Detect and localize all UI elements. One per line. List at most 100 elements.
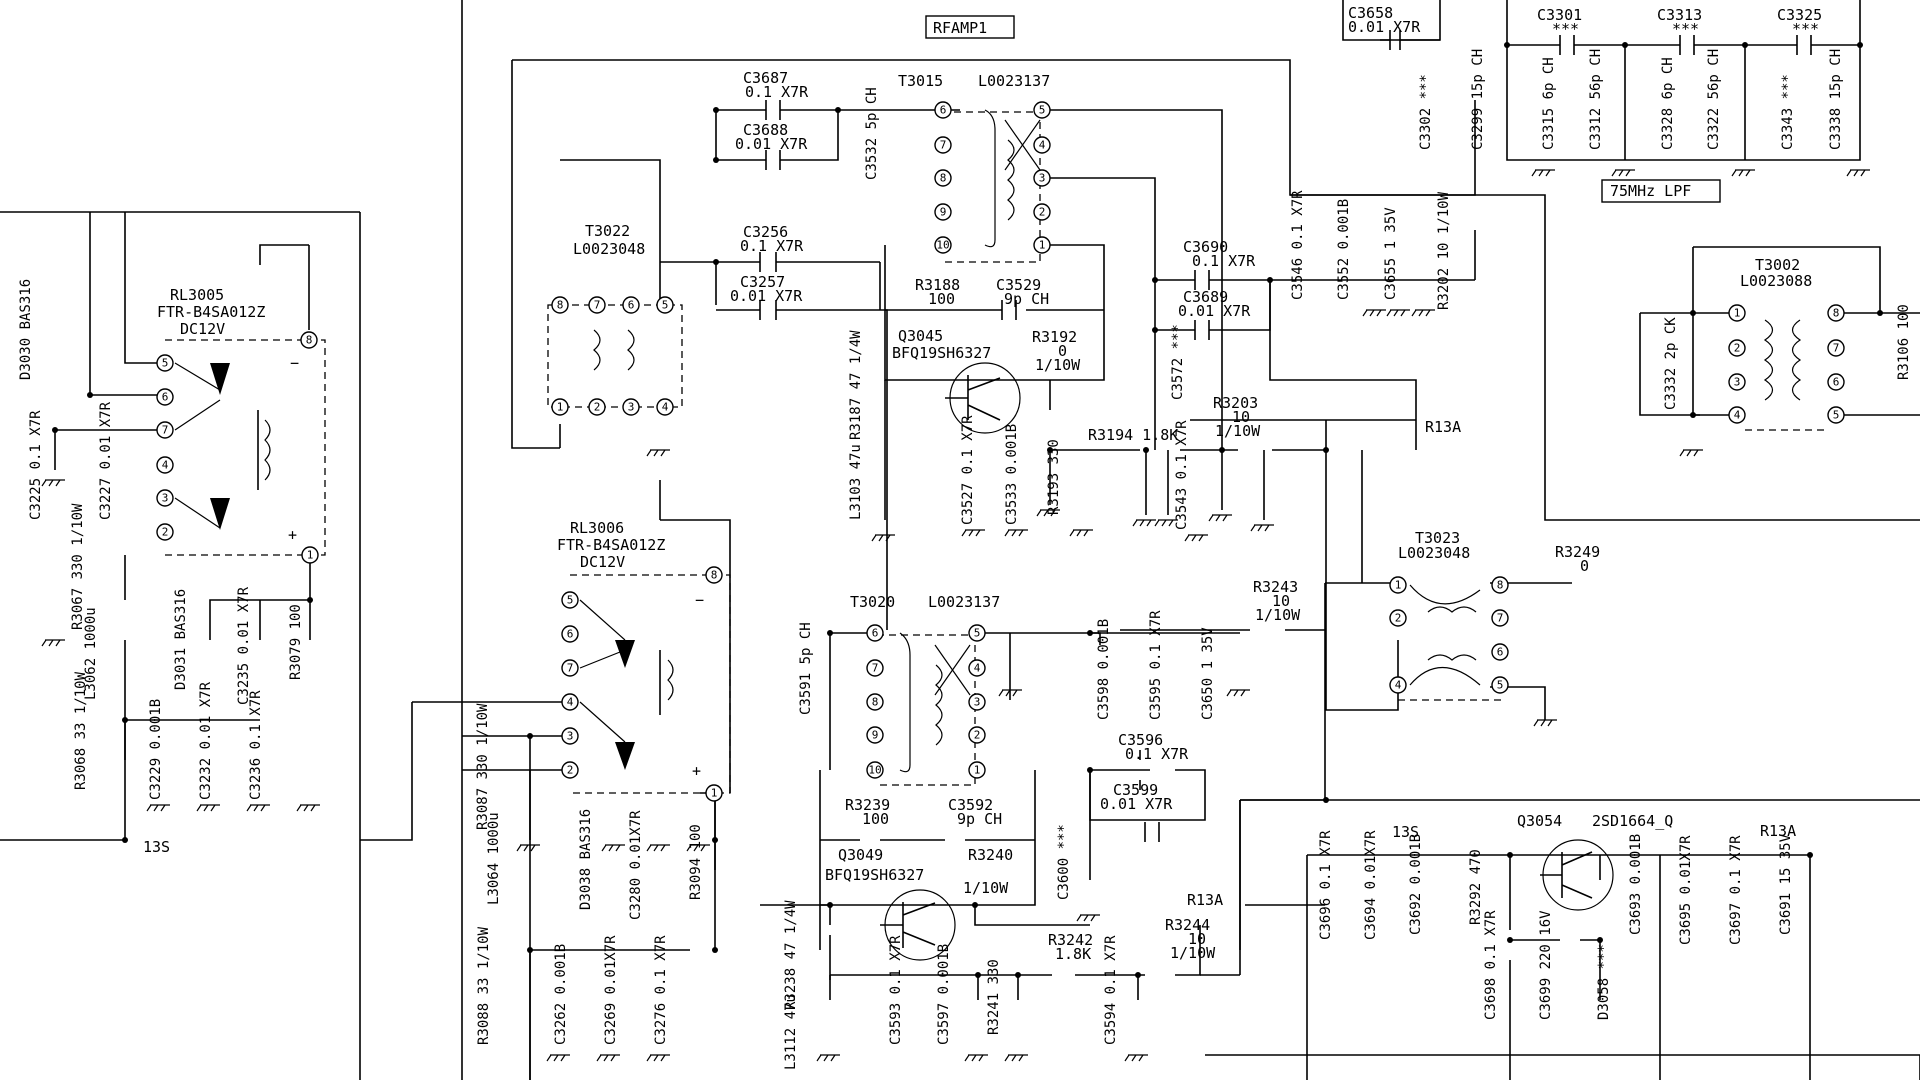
- label-r3243a: R3243: [1253, 578, 1298, 596]
- label-c3598: C3598 0.001B: [1096, 619, 1112, 720]
- svg-text:3: 3: [628, 401, 635, 414]
- rl3006-minus: −: [695, 591, 704, 609]
- junction-dots: [52, 42, 1883, 978]
- label-l3103: L3103 47u: [848, 444, 864, 520]
- ground-symbol: [816, 1054, 840, 1062]
- label-c3229: C3229 0.001B: [148, 699, 164, 800]
- rl3005-pin-labels: 8 5 6 7 4 3 2 1: [156, 331, 319, 564]
- svg-text:7: 7: [1497, 612, 1504, 625]
- label-c3687b: 0.1 X7R: [745, 83, 809, 101]
- transformer-t3015: T3015 L0023137 6 7 8 9 10 5 4 3 2 1: [898, 72, 1051, 263]
- label-c3693: C3693 0.001B: [1628, 834, 1644, 935]
- label-c3546: C3546 0.1 X7R: [1290, 190, 1306, 300]
- label-c3301a: C3301: [1537, 6, 1582, 24]
- ground-symbol: [1208, 514, 1232, 522]
- transformer-t3020: T3020 L0023137 6 7 8 9 10 5 4 3 2 1: [850, 593, 1000, 786]
- label-c3688b: 0.01 X7R: [735, 135, 808, 153]
- ground-symbol: [1076, 914, 1100, 922]
- ground-symbol: [516, 844, 540, 852]
- rl3006-rating: DC12V: [580, 553, 625, 571]
- ground-symbol: [196, 804, 220, 812]
- svg-text:2: 2: [974, 729, 981, 742]
- svg-text:6: 6: [1497, 646, 1504, 659]
- label-r3088: R3088 33 1/10W: [476, 926, 492, 1045]
- transformer-t3022: T3022 L0023048 8 7 6 5 1 2 3 4: [547, 222, 683, 416]
- label-c3691: C3691 15 35V: [1778, 833, 1794, 935]
- transistor-q3049: Q3049 BFQ19SH6327: [825, 846, 956, 961]
- svg-text:3: 3: [1734, 376, 1741, 389]
- q3054-ref: Q3054: [1517, 812, 1562, 830]
- svg-text:2: 2: [567, 764, 574, 777]
- label-r3194: R3194 1.8K: [1088, 426, 1178, 444]
- svg-text:7: 7: [567, 662, 574, 675]
- ground-symbol: [1226, 689, 1250, 697]
- rl3005-plus: +: [288, 526, 297, 544]
- lpf-label: 75MHz LPF: [1610, 182, 1691, 200]
- label-r3067: R3067 330 1/10W: [70, 503, 86, 630]
- svg-text:4: 4: [1395, 679, 1402, 692]
- svg-text:9: 9: [872, 729, 879, 742]
- svg-text:5: 5: [974, 627, 981, 640]
- rl3005-minus: −: [290, 354, 299, 372]
- label-c3325a: C3325: [1777, 6, 1822, 24]
- q3049-part: BFQ19SH6327: [825, 866, 924, 884]
- label-c3599b: 0.01 X7R: [1100, 795, 1173, 813]
- net-r13a-2: R13A: [1187, 891, 1223, 909]
- relay-rl3005: RL3005 FTR-B4SA012Z DC12V − + 8 5 6 7 4 …: [156, 286, 326, 564]
- svg-text:8: 8: [1833, 307, 1840, 320]
- label-c3269: C3269 0.01X7R: [603, 935, 619, 1045]
- label-c3595: C3595 0.1 X7R: [1148, 610, 1164, 720]
- label-d3031: D3031 BAS316: [173, 589, 189, 690]
- svg-text:7: 7: [162, 424, 169, 437]
- ground-symbol: [1362, 309, 1386, 317]
- label-c3315: C3315 6p CH: [1541, 57, 1557, 150]
- label-c3332: C3332 2p CK: [1663, 317, 1679, 410]
- label-c3692: C3692 0.001B: [1408, 834, 1424, 935]
- svg-text:3: 3: [567, 730, 574, 743]
- svg-text:1: 1: [307, 549, 314, 562]
- label-c3699: C3699 220 16V: [1538, 910, 1554, 1020]
- svg-text:10: 10: [868, 764, 881, 777]
- rl3005-rating: DC12V: [180, 320, 225, 338]
- ground-symbol: [1731, 169, 1755, 177]
- label-c3236: C3236 0.1 X7R: [248, 690, 264, 800]
- ground-symbol: [961, 529, 985, 537]
- label-r3094: R3094 100: [688, 824, 704, 900]
- svg-text:5: 5: [567, 594, 574, 607]
- label-r3249b: 0: [1580, 557, 1589, 575]
- ground-symbol: [41, 479, 65, 487]
- svg-text:1: 1: [1734, 307, 1741, 320]
- lpf-label-box: [1601, 179, 1721, 203]
- label-c3532: C3532 5p CH: [864, 87, 880, 180]
- svg-text:9: 9: [940, 206, 947, 219]
- relay-rl3006: RL3006 FTR-B4SA012Z DC12V − + 8 5 6 7 4 …: [557, 519, 731, 802]
- svg-text:4: 4: [567, 696, 574, 709]
- ground-symbol: [1611, 169, 1635, 177]
- label-r3244b: 10: [1188, 930, 1206, 948]
- svg-text:3: 3: [1039, 172, 1046, 185]
- label-c3280: C3280 0.01X7R: [628, 810, 644, 920]
- label-c3698: C3698 0.1 X7R: [1483, 910, 1499, 1020]
- ground-symbol: [1036, 509, 1060, 517]
- label-c3650: C3650 1 35V: [1200, 627, 1216, 720]
- label-c3599a: C3599: [1113, 781, 1158, 799]
- ground-symbol: [41, 639, 65, 647]
- ground-symbol: [646, 844, 670, 852]
- svg-text:1: 1: [557, 401, 564, 414]
- label-c3227: C3227 0.01 X7R: [98, 401, 114, 520]
- label-c3695: C3695 0.01X7R: [1678, 835, 1694, 945]
- t3023-part: L0023048: [1398, 544, 1470, 562]
- label-c3591: C3591 5p CH: [798, 622, 814, 715]
- svg-text:5: 5: [1833, 409, 1840, 422]
- svg-text:4: 4: [1039, 139, 1046, 152]
- t3015-ref: T3015: [898, 72, 943, 90]
- q3054-part: 2SD1664_Q: [1592, 812, 1673, 830]
- ground-symbol: [601, 844, 625, 852]
- ground-symbol: [1132, 519, 1156, 527]
- label-c3325b: ***: [1792, 20, 1819, 38]
- t3022-ref: T3022: [585, 222, 630, 240]
- svg-text:8: 8: [711, 569, 718, 582]
- t3020-pin-labels: 6 7 8 9 10 5 4 3 2 1: [866, 624, 986, 779]
- svg-text:4: 4: [662, 401, 669, 414]
